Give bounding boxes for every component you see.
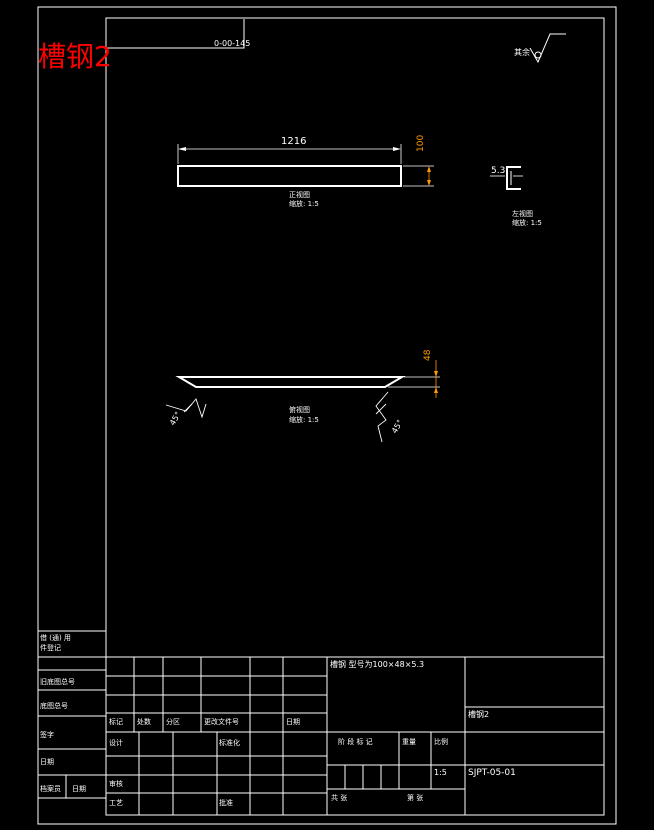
- height-dimension: 100: [416, 135, 426, 152]
- left-strip-r3: 底图总号: [40, 701, 68, 710]
- title-block: [106, 656, 604, 815]
- side-dimension: 5.3: [491, 166, 505, 176]
- channel-section-outline: [506, 166, 521, 190]
- left-strip-r6a: 档案员: [40, 784, 61, 793]
- top-view-label: 俯视图: [289, 405, 310, 414]
- left-strip-r2: 旧底图总号: [40, 677, 75, 686]
- top-view-outline: [175, 376, 406, 388]
- material-spec: 槽钢 型号为100×48×5.3: [330, 659, 424, 669]
- header-date: 日期: [286, 718, 300, 726]
- header-count: 处数: [137, 717, 151, 726]
- check-roughness-icon: [529, 33, 566, 64]
- row-standard: 标准化: [219, 738, 240, 747]
- inner-frame: [105, 17, 605, 816]
- weight-label: 重量: [402, 738, 416, 746]
- front-view-scale: 缩放: 1:5: [289, 199, 319, 208]
- row-design: 设计: [109, 738, 123, 747]
- width-dimension: 1216: [281, 136, 306, 147]
- left-strip: [38, 630, 106, 799]
- top-view-scale: 缩放: 1:5: [289, 415, 319, 424]
- sheet-page: 第 张: [407, 793, 423, 802]
- row-craft: 工艺: [109, 799, 123, 807]
- left-strip-r5: 日期: [40, 758, 54, 766]
- left-strip-r6b: 日期: [72, 785, 86, 793]
- left-strip-r1b: 件登记: [40, 643, 61, 652]
- drawing-no-text: 0-00-145: [214, 39, 250, 48]
- front-view: 1216 100 正视图 缩放: 1:5: [177, 135, 434, 208]
- scale-value: 1:5: [434, 768, 447, 777]
- header-zone: 分区: [166, 717, 180, 726]
- side-view-scale: 缩放: 1:5: [512, 218, 542, 227]
- part-name: 槽钢2: [468, 709, 489, 719]
- side-view-label: 左视图: [512, 209, 533, 218]
- cut-angle-right: [375, 391, 389, 443]
- header-mark: 标记: [109, 717, 123, 726]
- sheet-title: 槽钢2: [38, 40, 112, 73]
- header-doc: 更改文件号: [204, 717, 239, 726]
- total-sheets: 共 张: [331, 793, 347, 802]
- outer-frame: [37, 6, 617, 825]
- row-approve: 批准: [219, 798, 233, 807]
- front-view-outline: [177, 165, 402, 187]
- left-strip-r1: 借 (通) 用: [40, 633, 71, 642]
- roughness-label: 其余: [514, 47, 530, 57]
- ratio-label: 比例: [434, 737, 448, 746]
- side-view: 5.3 左视图 缩放: 1:5: [490, 166, 542, 227]
- top-dimension: 48: [423, 349, 433, 361]
- row-review: 审核: [109, 779, 123, 788]
- part-number: SJPT-05-01: [468, 768, 516, 778]
- cut-angle-left: [165, 398, 207, 419]
- left-strip-r4: 签字: [40, 730, 54, 739]
- drawing-no-box: [106, 19, 245, 49]
- stage-mark: 阶 段 标 记: [338, 737, 373, 746]
- front-view-label: 正视图: [289, 190, 310, 199]
